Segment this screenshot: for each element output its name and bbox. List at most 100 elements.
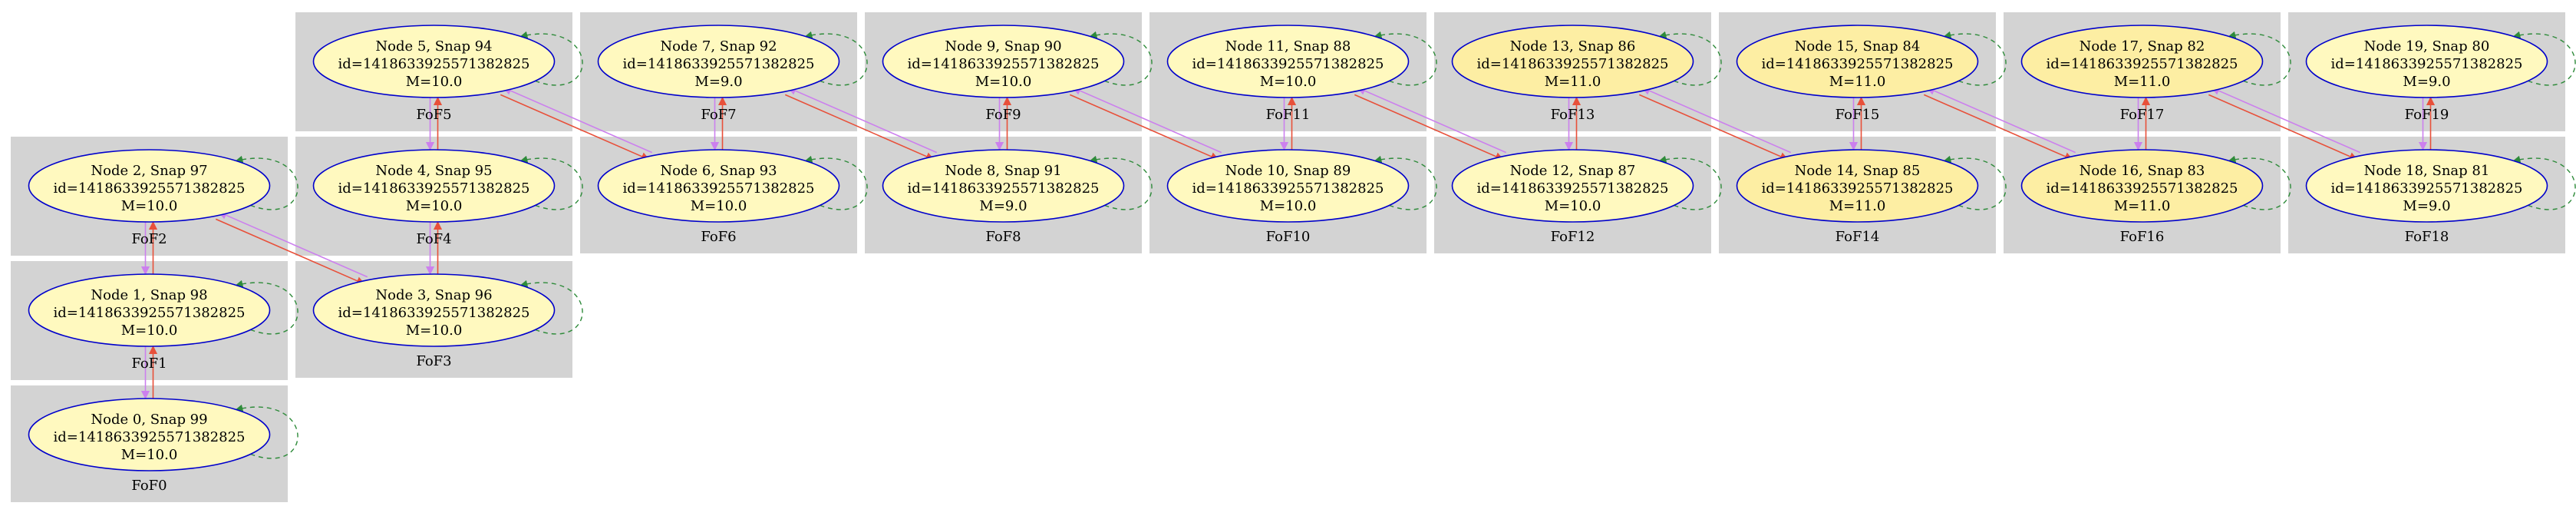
cluster-label: FoF17 xyxy=(2120,107,2165,123)
node-7[interactable]: Node 7, Snap 92id=1418633925571382825M=9… xyxy=(597,25,840,98)
node-halo-id-text: id=1418633925571382825 xyxy=(54,180,246,197)
node-12[interactable]: Node 12, Snap 87id=1418633925571382825M=… xyxy=(1451,149,1694,223)
node-halo-id-text: id=1418633925571382825 xyxy=(908,56,1100,72)
node-10[interactable]: Node 10, Snap 89id=1418633925571382825M=… xyxy=(1166,149,1410,223)
self-loop-edge xyxy=(235,280,298,335)
cluster-label: FoF15 xyxy=(1836,107,1880,123)
node-halo-id-text: id=1418633925571382825 xyxy=(2331,56,2523,72)
node-title-text: Node 1, Snap 98 xyxy=(91,287,207,303)
tree-edge xyxy=(218,211,368,278)
node-1[interactable]: Node 1, Snap 98id=1418633925571382825M=1… xyxy=(28,273,271,347)
node-ellipse xyxy=(1451,149,1694,223)
node-8[interactable]: Node 8, Snap 91id=1418633925571382825M=9… xyxy=(882,149,1125,223)
cluster-label: FoF19 xyxy=(2405,107,2449,123)
node-17[interactable]: Node 17, Snap 82id=1418633925571382825M=… xyxy=(2020,25,2264,98)
node-halo-id-text: id=1418633925571382825 xyxy=(623,56,815,72)
node-mass-text: M=10.0 xyxy=(691,198,747,214)
node-11[interactable]: Node 11, Snap 88id=1418633925571382825M=… xyxy=(1166,25,1410,98)
self-loop-edge xyxy=(1943,155,2007,210)
cluster-label: FoF10 xyxy=(1266,229,1311,245)
node-title-text: Node 18, Snap 81 xyxy=(2364,163,2490,179)
node-13[interactable]: Node 13, Snap 86id=1418633925571382825M=… xyxy=(1451,25,1694,98)
tree-edge xyxy=(787,87,938,154)
tree-edge xyxy=(500,94,650,160)
node-mass-text: M=10.0 xyxy=(1545,198,1601,214)
node-halo-id-text: id=1418633925571382825 xyxy=(338,56,530,72)
tree-edge xyxy=(1926,87,2076,154)
node-mass-text: M=10.0 xyxy=(406,198,463,214)
self-loop-edge xyxy=(519,31,583,86)
tree-edge xyxy=(1638,94,1789,160)
node-19[interactable]: Node 19, Snap 80id=1418633925571382825M=… xyxy=(2305,25,2548,98)
node-9[interactable]: Node 9, Snap 90id=1418633925571382825M=1… xyxy=(882,25,1125,98)
node-15[interactable]: Node 15, Snap 84id=1418633925571382825M=… xyxy=(1736,25,1979,98)
node-ellipse xyxy=(1166,25,1410,98)
cluster-label: FoF14 xyxy=(1836,229,1880,245)
node-ellipse xyxy=(28,398,271,471)
node-mass-text: M=10.0 xyxy=(121,198,178,214)
self-loop-edge xyxy=(2512,31,2576,86)
node-4[interactable]: Node 4, Snap 95id=1418633925571382825M=1… xyxy=(312,149,556,223)
node-mass-text: M=11.0 xyxy=(1545,74,1601,90)
self-loop-edge xyxy=(1658,31,1722,86)
node-title-text: Node 11, Snap 88 xyxy=(1225,38,1351,55)
node-title-text: Node 3, Snap 96 xyxy=(375,287,492,303)
self-loop-edge xyxy=(804,155,868,210)
node-ellipse xyxy=(597,25,840,98)
node-title-text: Node 17, Snap 82 xyxy=(2080,38,2205,55)
node-mass-text: M=9.0 xyxy=(2403,198,2450,214)
cluster-label: FoF13 xyxy=(1551,107,1595,123)
node-mass-text: M=10.0 xyxy=(121,447,178,463)
node-ellipse xyxy=(2305,25,2548,98)
cluster-label: FoF16 xyxy=(2120,229,2165,245)
node-halo-id-text: id=1418633925571382825 xyxy=(1192,180,1384,197)
tree-edge xyxy=(784,94,935,160)
node-6[interactable]: Node 6, Snap 93id=1418633925571382825M=1… xyxy=(597,149,840,223)
node-3[interactable]: Node 3, Snap 96id=1418633925571382825M=1… xyxy=(312,273,556,347)
node-2[interactable]: Node 2, Snap 97id=1418633925571382825M=1… xyxy=(28,149,271,223)
node-title-text: Node 0, Snap 99 xyxy=(91,412,207,428)
cluster-label: FoF7 xyxy=(701,107,736,123)
node-mass-text: M=10.0 xyxy=(975,74,1032,90)
tree-edge xyxy=(1357,87,1507,154)
node-mass-text: M=10.0 xyxy=(406,74,463,90)
tree-edge xyxy=(2208,94,2358,160)
node-title-text: Node 14, Snap 85 xyxy=(1795,163,1921,179)
cluster-label: FoF4 xyxy=(416,231,451,247)
node-halo-id-text: id=1418633925571382825 xyxy=(1192,56,1384,72)
cluster-label: FoF3 xyxy=(416,353,451,369)
cluster-label: FoF5 xyxy=(416,107,451,123)
node-ellipse xyxy=(1736,149,1979,223)
node-ellipse xyxy=(312,25,556,98)
node-title-text: Node 7, Snap 92 xyxy=(660,38,777,55)
node-14[interactable]: Node 14, Snap 85id=1418633925571382825M=… xyxy=(1736,149,1979,223)
node-ellipse xyxy=(312,273,556,347)
cluster-label: FoF8 xyxy=(985,229,1021,245)
cluster-label: FoF9 xyxy=(985,107,1021,123)
node-16[interactable]: Node 16, Snap 83id=1418633925571382825M=… xyxy=(2020,149,2264,223)
tree-edge xyxy=(1354,94,1504,160)
self-loop-edge xyxy=(1089,31,1153,86)
tree-edge xyxy=(2211,87,2361,154)
node-ellipse xyxy=(1166,149,1410,223)
cluster-label: FoF11 xyxy=(1266,107,1311,123)
node-halo-id-text: id=1418633925571382825 xyxy=(2331,180,2523,197)
tree-edge xyxy=(215,218,365,285)
self-loop-edge xyxy=(2512,155,2576,210)
node-title-text: Node 12, Snap 87 xyxy=(1510,163,1636,179)
node-halo-id-text: id=1418633925571382825 xyxy=(1762,180,1954,197)
node-0[interactable]: Node 0, Snap 99id=141863392557138282​5M=… xyxy=(28,398,271,471)
node-ellipse xyxy=(2020,25,2264,98)
node-ellipse xyxy=(1736,25,1979,98)
node-title-text: Node 15, Snap 84 xyxy=(1795,38,1921,55)
node-mass-text: M=11.0 xyxy=(2114,198,2171,214)
tree-edge xyxy=(1923,94,2073,160)
cluster-label: FoF6 xyxy=(701,229,736,245)
node-title-text: Node 10, Snap 89 xyxy=(1225,163,1351,179)
node-18[interactable]: Node 18, Snap 81id=1418633925571382825M=… xyxy=(2305,149,2548,223)
self-loop-edge xyxy=(2228,155,2291,210)
cluster-label: FoF0 xyxy=(131,478,167,494)
node-mass-text: M=9.0 xyxy=(694,74,742,90)
node-halo-id-text: id=1418633925571382825 xyxy=(908,180,1100,197)
node-5[interactable]: Node 5, Snap 94id=1418633925571382825M=1… xyxy=(312,25,556,98)
